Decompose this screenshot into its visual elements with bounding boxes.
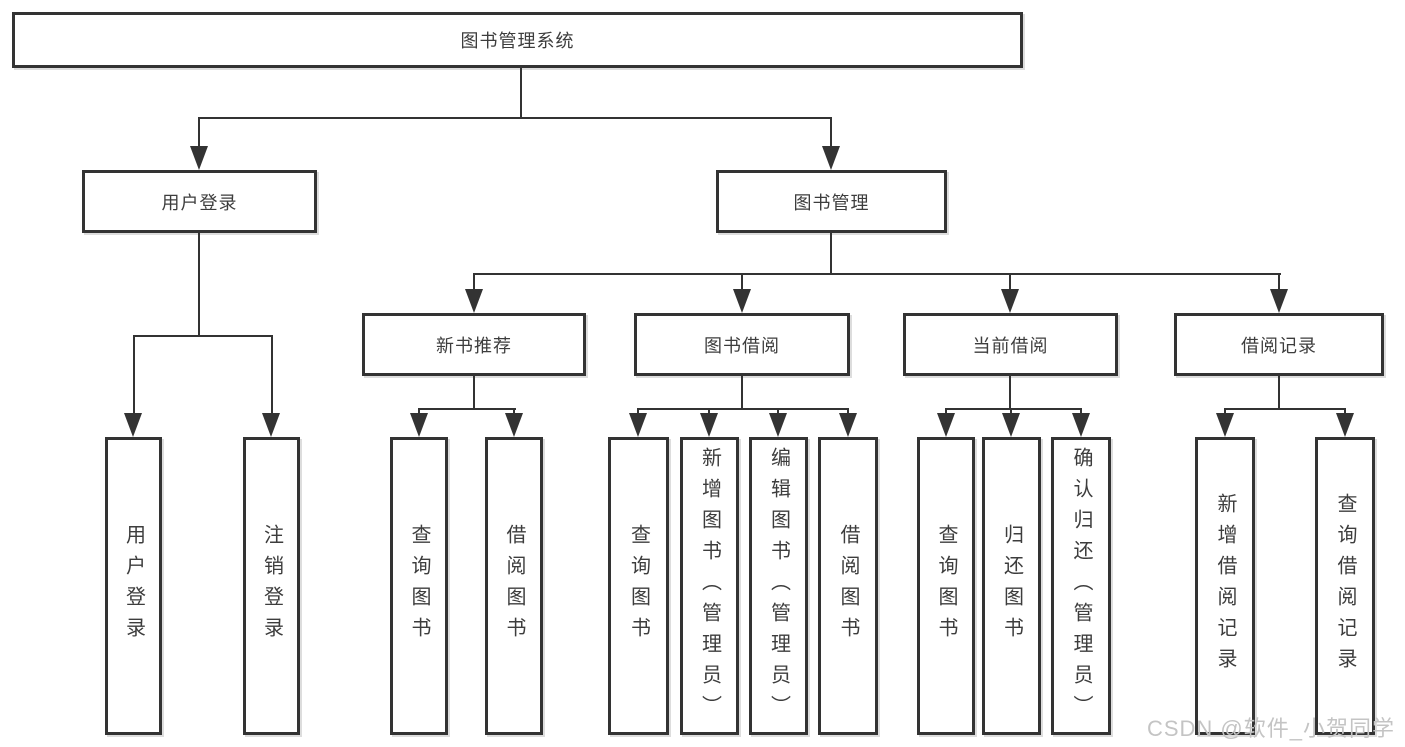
connector-line [741, 273, 743, 291]
leaf-return-books: 归还图书 [982, 437, 1041, 735]
arrow-down-icon [1216, 413, 1234, 437]
connector-line [418, 408, 420, 417]
leaf-add-borrow-record: 新增借阅记录 [1195, 437, 1255, 735]
node-label: 查询图书 [935, 524, 957, 648]
leaf-query-books-recommend: 查询图书 [390, 437, 448, 735]
arrow-down-icon [505, 413, 523, 437]
node-label: 用户登录 [122, 524, 145, 648]
connector-line [637, 408, 639, 417]
connector-line [1009, 273, 1011, 291]
connector-line [133, 335, 135, 417]
csdn-watermark: CSDN @软件_小贺同学 [1146, 716, 1395, 741]
arrow-down-icon [700, 413, 718, 437]
connector-line [513, 408, 515, 417]
connector-line [133, 335, 273, 337]
connector-line [271, 335, 273, 417]
arrow-down-icon [629, 413, 647, 437]
node-label: 借阅图书 [503, 524, 525, 648]
node-label: 新增借阅记录 [1214, 493, 1236, 679]
arrow-down-icon [1002, 413, 1020, 437]
connector-line [520, 68, 522, 118]
arrow-down-icon [839, 413, 857, 437]
leaf-query-borrow-record: 查询借阅记录 [1315, 437, 1375, 735]
connector-line [847, 408, 849, 417]
connector-line [1344, 408, 1346, 417]
leaf-query-books-borrow: 查询图书 [608, 437, 669, 735]
node-current-borrowing: 当前借阅 [903, 313, 1118, 376]
connector-line [1224, 408, 1226, 417]
node-label: 编辑图书（管理员） [767, 446, 790, 726]
arrow-down-icon [262, 413, 280, 437]
node-label: 注销登录 [260, 524, 283, 648]
leaf-borrow-books: 借阅图书 [818, 437, 878, 735]
connector-line [830, 117, 832, 149]
connector-line [198, 233, 200, 335]
connector-line [1009, 376, 1011, 408]
node-borrowing-records: 借阅记录 [1174, 313, 1384, 376]
node-label: 确认归还（管理员） [1070, 446, 1092, 726]
arrow-down-icon [124, 413, 142, 437]
leaf-logout: 注销登录 [243, 437, 300, 735]
arrow-down-icon [190, 146, 208, 170]
node-label: 图书管理系统 [460, 31, 575, 51]
connector-line [945, 408, 947, 417]
arrow-down-icon [1001, 289, 1019, 313]
leaf-user-login: 用户登录 [105, 437, 162, 735]
node-label: 查询图书 [408, 524, 430, 648]
connector-line [473, 273, 475, 291]
connector-line [777, 408, 779, 417]
node-book-borrowing: 图书借阅 [634, 313, 850, 376]
connector-line [1010, 408, 1012, 417]
connector-line [945, 408, 1082, 410]
leaf-confirm-return-admin: 确认归还（管理员） [1051, 437, 1111, 735]
leaf-add-books-admin: 新增图书（管理员） [680, 437, 739, 735]
connector-line [198, 117, 200, 149]
connector-line [1080, 408, 1082, 417]
node-label: 归还图书 [1000, 524, 1023, 648]
node-label: 查询借阅记录 [1334, 493, 1356, 679]
connector-line [1278, 376, 1280, 408]
connector-line [1224, 408, 1346, 410]
node-library-management-system: 图书管理系统 [12, 12, 1023, 68]
node-label: 新增图书（管理员） [698, 446, 721, 726]
node-label: 新书推荐 [436, 335, 512, 356]
connector-line [741, 376, 743, 408]
arrow-down-icon [937, 413, 955, 437]
node-user-login: 用户登录 [82, 170, 317, 233]
connector-line [708, 408, 710, 417]
leaf-edit-books-admin: 编辑图书（管理员） [749, 437, 808, 735]
connector-line [830, 233, 832, 273]
node-label: 当前借阅 [972, 335, 1049, 356]
connector-line [1278, 273, 1280, 291]
connector-line [473, 376, 475, 408]
arrow-down-icon [465, 289, 483, 313]
connector-line [637, 408, 849, 410]
node-label: 借阅图书 [837, 524, 859, 648]
node-label: 图书借阅 [704, 335, 780, 356]
arrow-down-icon [769, 413, 787, 437]
arrow-down-icon [410, 413, 428, 437]
node-label: 借阅记录 [1241, 335, 1317, 356]
node-label: 图书管理 [793, 192, 870, 213]
node-label: 查询图书 [627, 524, 650, 648]
arrow-down-icon [733, 289, 751, 313]
connector-line [473, 273, 1281, 275]
leaf-query-books-current: 查询图书 [917, 437, 975, 735]
connector-line [198, 117, 832, 119]
node-book-management: 图书管理 [716, 170, 947, 233]
arrow-down-icon [1270, 289, 1288, 313]
leaf-borrow-books-recommend: 借阅图书 [485, 437, 543, 735]
node-new-book-recommendation: 新书推荐 [362, 313, 586, 376]
connector-line [418, 408, 516, 410]
arrow-down-icon [1072, 413, 1090, 437]
arrow-down-icon [1336, 413, 1354, 437]
node-label: 用户登录 [161, 192, 238, 213]
arrow-down-icon [822, 146, 840, 170]
